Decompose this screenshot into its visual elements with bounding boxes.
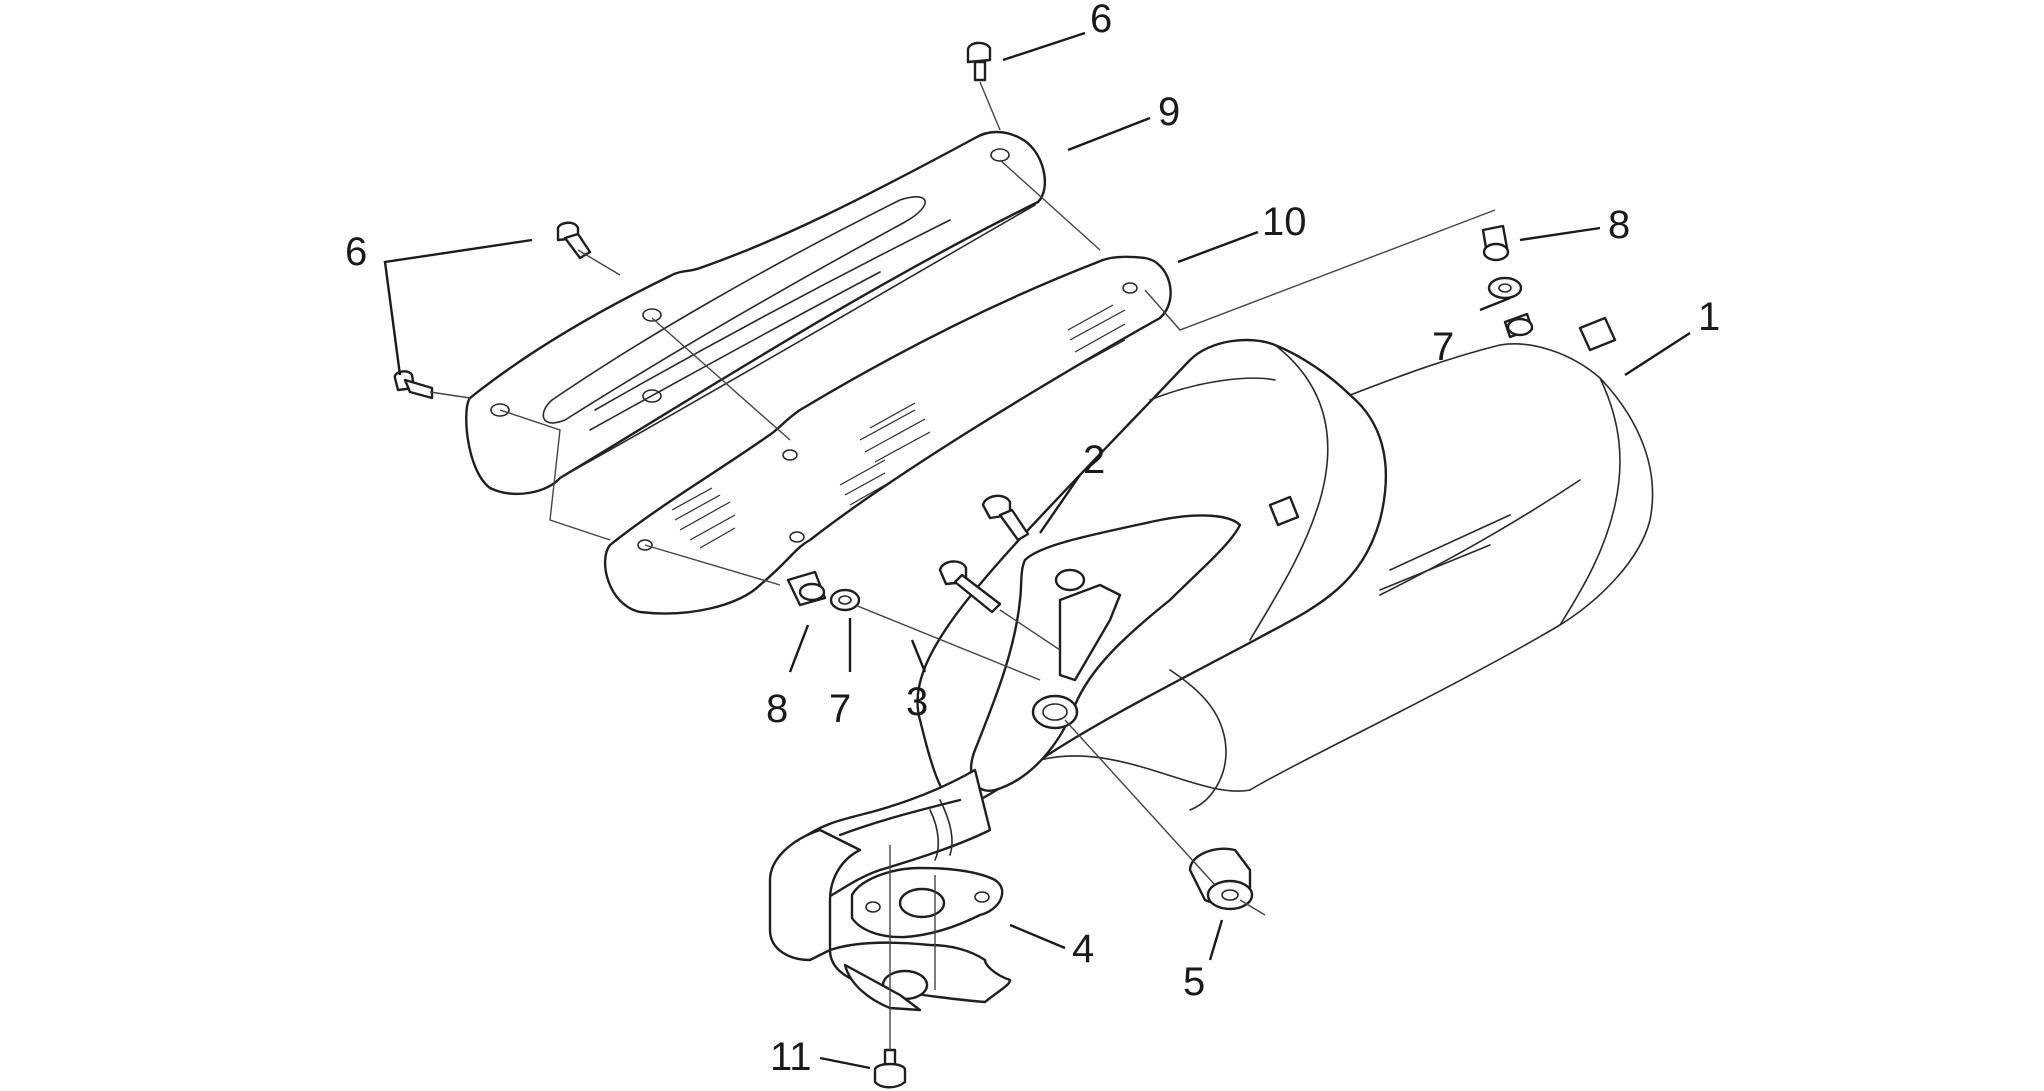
callout-4: 4 [1072, 927, 1094, 971]
callout-8-bottom: 8 [766, 687, 788, 731]
callout-5: 5 [1183, 960, 1205, 1004]
part-5-rubber-bush [1188, 847, 1254, 911]
part-3-bolt [938, 560, 1002, 614]
callout-3: 3 [906, 680, 928, 724]
callout-9: 9 [1158, 90, 1180, 134]
part-8-spacer-bottom [786, 570, 827, 607]
part-10-inner-heat-shield [603, 255, 1172, 615]
part-6-screw-top [966, 41, 992, 82]
callout-labels: 1 2 3 4 5 6 6 7 7 8 8 9 10 11 [345, 0, 1720, 1079]
callout-6-left: 6 [345, 230, 367, 274]
callout-8-right: 8 [1608, 203, 1630, 247]
callout-6-top: 6 [1090, 0, 1112, 41]
callout-7-right: 7 [1432, 325, 1454, 369]
part-8-spacer-right [1481, 224, 1510, 262]
part-4-gasket [850, 866, 1004, 939]
part-9-outer-heat-shield [465, 130, 1047, 496]
exhaust-pipe [768, 768, 1012, 1012]
alignment-lines [429, 81, 1496, 1050]
part-11-bolt [873, 1048, 907, 1089]
callout-11: 11 [770, 1035, 812, 1079]
leader-lines [383, 31, 1691, 1070]
callout-1: 1 [1698, 295, 1720, 339]
callout-7-bottom: 7 [829, 687, 851, 731]
callout-2: 2 [1083, 438, 1105, 482]
muffler-mount-bracket [969, 514, 1242, 792]
part-2-bolt [981, 494, 1030, 542]
part-7-washer-bottom [829, 588, 861, 612]
part-6-screw-left-lower [393, 370, 434, 400]
part-7-washer-right [1487, 276, 1523, 300]
callout-10: 10 [1262, 200, 1307, 244]
part-6-screw-left-upper [556, 221, 592, 260]
